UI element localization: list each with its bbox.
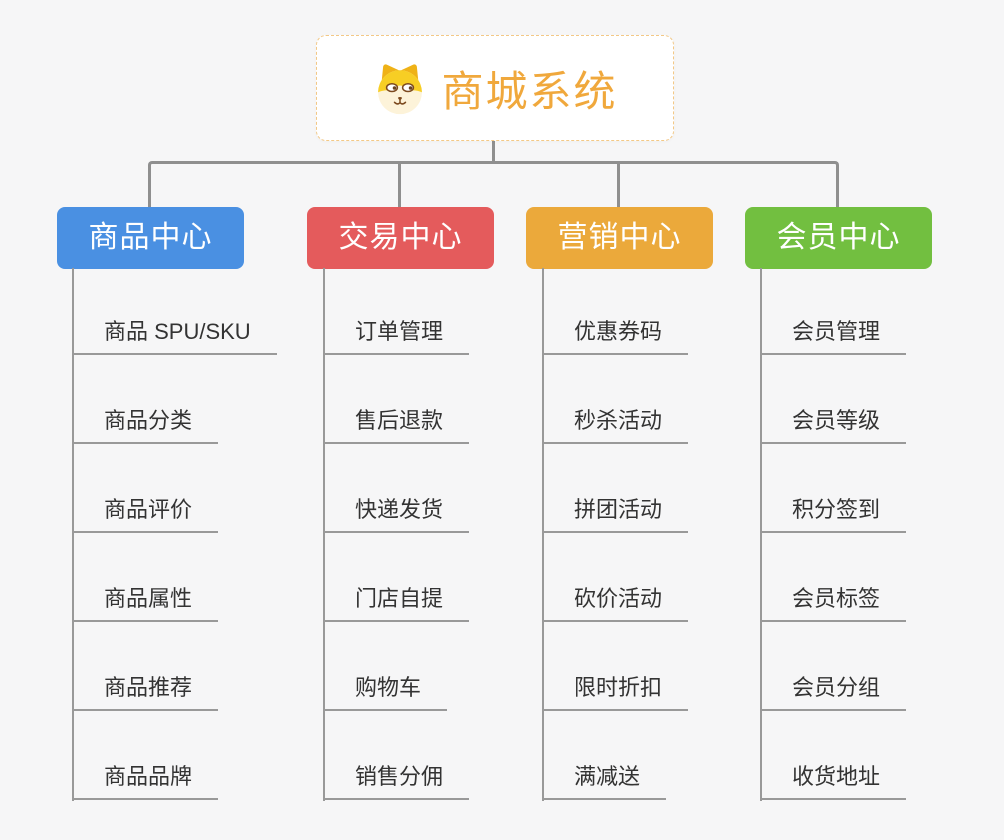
column-line-connector: [760, 268, 762, 801]
branch-drop-connector: [398, 164, 401, 208]
branch-node-member-center[interactable]: 会员中心: [745, 207, 932, 269]
column-line-connector: [72, 268, 74, 801]
branch-node-product-center[interactable]: 商品中心: [57, 207, 244, 269]
leaf-node[interactable]: 满减送: [542, 762, 667, 800]
branch-bus-connector: [148, 161, 839, 208]
leaf-node[interactable]: 商品推荐: [72, 673, 219, 711]
dog-face-icon: [372, 61, 428, 115]
leaf-node[interactable]: 积分签到: [760, 495, 907, 533]
leaf-node[interactable]: 会员分组: [760, 673, 907, 711]
leaf-node[interactable]: 商品评价: [72, 495, 219, 533]
leaf-node[interactable]: 销售分佣: [323, 762, 470, 800]
column-line-connector: [542, 268, 544, 801]
leaf-node[interactable]: 售后退款: [323, 406, 470, 444]
branch-node-marketing-center[interactable]: 营销中心: [526, 207, 713, 269]
column-line-connector: [323, 268, 325, 801]
leaf-node[interactable]: 会员标签: [760, 584, 907, 622]
leaf-node[interactable]: 拼团活动: [542, 495, 689, 533]
leaf-node[interactable]: 会员管理: [760, 317, 907, 355]
root-stem-connector: [492, 141, 495, 164]
leaf-node[interactable]: 商品品牌: [72, 762, 219, 800]
leaf-node[interactable]: 订单管理: [323, 317, 470, 355]
branch-drop-connector: [617, 164, 620, 208]
branch-node-trade-center[interactable]: 交易中心: [307, 207, 494, 269]
leaf-node[interactable]: 购物车: [323, 673, 448, 711]
leaf-node[interactable]: 收货地址: [760, 762, 907, 800]
leaf-node[interactable]: 秒杀活动: [542, 406, 689, 444]
leaf-node[interactable]: 门店自提: [323, 584, 470, 622]
leaf-node[interactable]: 商品分类: [72, 406, 219, 444]
leaf-node[interactable]: 限时折扣: [542, 673, 689, 711]
leaf-node[interactable]: 会员等级: [760, 406, 907, 444]
leaf-node[interactable]: 优惠券码: [542, 317, 689, 355]
leaf-node[interactable]: 商品 SPU/SKU: [72, 317, 277, 355]
leaf-node[interactable]: 快递发货: [323, 495, 470, 533]
leaf-node[interactable]: 砍价活动: [542, 584, 689, 622]
root-title: 商城系统: [441, 67, 618, 115]
root-node[interactable]: 商城系统: [316, 35, 674, 141]
leaf-node[interactable]: 商品属性: [72, 584, 219, 622]
